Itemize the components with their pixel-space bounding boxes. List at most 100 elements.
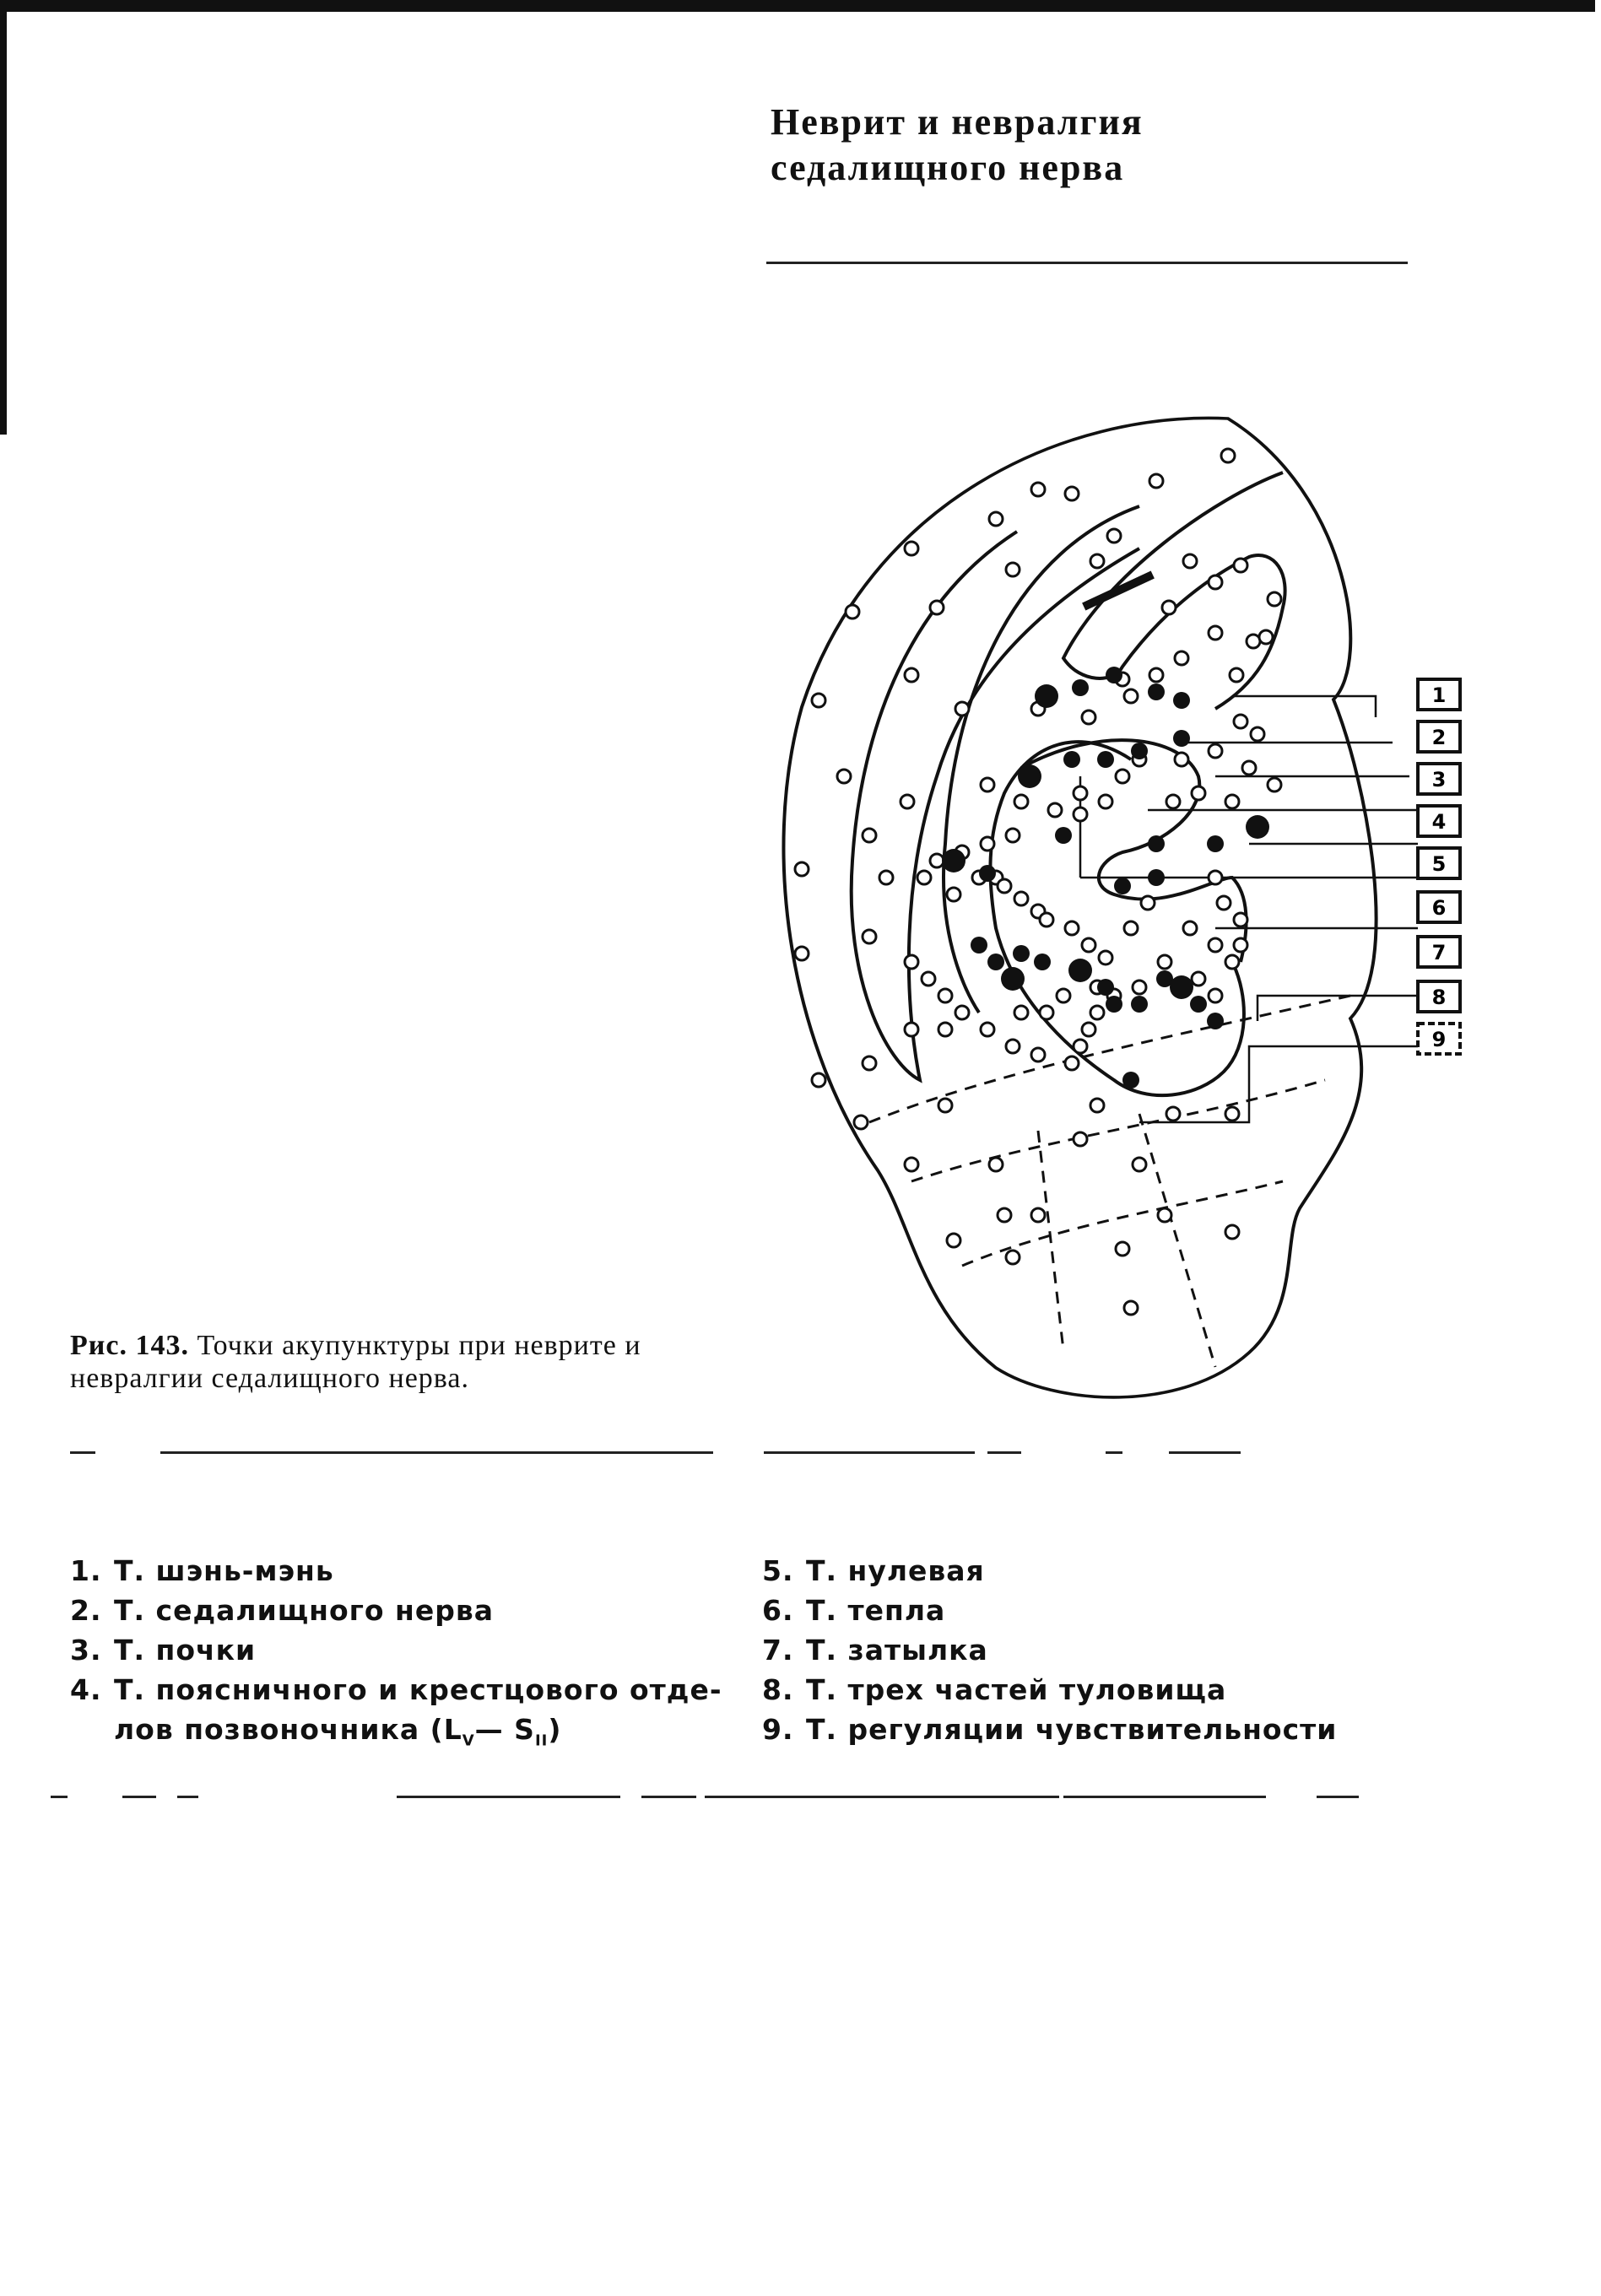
legend-item-continuation: лов позвоночника (LV— SII) (114, 1713, 562, 1750)
acupuncture-point-open (1173, 650, 1190, 667)
acupuncture-point-open (979, 835, 996, 852)
acupuncture-point-open (1063, 485, 1080, 502)
acupuncture-point-open (1004, 561, 1021, 578)
acupuncture-point-open (1156, 1207, 1173, 1224)
acupuncture-point-filled (1148, 683, 1165, 700)
acupuncture-point-open (1232, 557, 1249, 574)
acupuncture-point-open (1097, 949, 1114, 966)
acupuncture-point-filled (1173, 692, 1190, 709)
acupuncture-point-open (903, 667, 920, 683)
separator-rule (1063, 1796, 1266, 1798)
acupuncture-point-open (903, 1021, 920, 1038)
acupuncture-point-open (987, 511, 1004, 527)
acupuncture-point-filled (1018, 764, 1041, 788)
acupuncture-point-open (1190, 785, 1207, 802)
legend-item: 3.Т. почки (70, 1634, 257, 1667)
point-box-5: 5 (1416, 846, 1462, 880)
point-box-8: 8 (1416, 980, 1462, 1013)
section-title: Неврит и невралгия седалищного нерва (771, 100, 1446, 191)
section-title-line-1: Неврит и невралгия (771, 101, 1144, 143)
lobe-grid-line (1036, 1130, 1065, 1351)
acupuncture-point-open (810, 692, 827, 709)
point-box-9: 9 (1416, 1022, 1462, 1056)
acupuncture-point-filled (1068, 959, 1092, 982)
acupuncture-point-filled (1173, 730, 1190, 747)
acupuncture-point-open (1224, 793, 1241, 810)
acupuncture-point-open (1190, 970, 1207, 987)
acupuncture-point-open (1207, 624, 1224, 641)
acupuncture-point-open (937, 1097, 954, 1114)
legend-item: 1.Т. шэнь-мэнь (70, 1554, 334, 1587)
separator-rule (1106, 1451, 1122, 1454)
acupuncture-point-filled (1106, 996, 1122, 1013)
acupuncture-point-open (928, 852, 945, 869)
acupuncture-point-open (1063, 1055, 1080, 1072)
separator-rule (987, 1451, 1021, 1454)
acupuncture-point-open (1122, 688, 1139, 705)
legend-item: 5.Т. нулевая (762, 1554, 985, 1587)
acupuncture-point-open (878, 869, 895, 886)
svg-text:8: 8 (1432, 986, 1447, 1009)
lobe-grid-line (1138, 1113, 1217, 1368)
legend-left: 1.Т. шэнь-мэнь 2.Т. седалищного нерва 3.… (70, 1551, 722, 1761)
separator-rule (122, 1796, 156, 1798)
acupuncture-point-open (1241, 759, 1258, 776)
acupuncture-point-open (861, 1055, 878, 1072)
acupuncture-point-open (793, 861, 810, 878)
acupuncture-point-open (1160, 599, 1177, 616)
acupuncture-point-open (1220, 447, 1236, 464)
acupuncture-point-open (1080, 709, 1097, 726)
section-title-line-2: седалищного нерва (771, 147, 1125, 188)
acupuncture-point-open (1055, 987, 1072, 1004)
acupuncture-point-open (1038, 911, 1055, 928)
separator-rule (1169, 1451, 1241, 1454)
acupuncture-point-filled (1131, 996, 1148, 1013)
separator-rule (1317, 1796, 1359, 1798)
acupuncture-point-open (945, 1232, 962, 1249)
acupuncture-point-open (1232, 937, 1249, 954)
acupuncture-point-filled (1114, 878, 1131, 894)
separator-rule (397, 1796, 620, 1798)
acupuncture-point-open (1013, 1004, 1030, 1021)
legend-right: 5.Т. нулевая 6.Т. тепла 7.Т. затылка 8.Т… (762, 1551, 1337, 1749)
acupuncture-point-open (1089, 1097, 1106, 1114)
acupuncture-point-open (987, 1156, 1004, 1173)
acupuncture-point-open (1122, 920, 1139, 937)
antihelix-marker-bar (1082, 570, 1155, 611)
acupuncture-point-filled (1148, 869, 1165, 886)
svg-text:9: 9 (1432, 1028, 1447, 1051)
acupuncture-point-filled (1001, 967, 1025, 991)
title-underline (766, 262, 1408, 264)
separator-rule (160, 1451, 713, 1454)
acupuncture-point-filled (1072, 679, 1089, 696)
acupuncture-point-open (1258, 629, 1274, 646)
legend-item: 8.Т. трех частей туловища (762, 1673, 1227, 1706)
legend-item: 4.Т. поясничного и крестцового отде- (70, 1673, 722, 1706)
legend-item: 6.Т. тепла (762, 1594, 946, 1627)
acupuncture-point-open (1131, 1156, 1148, 1173)
acupuncture-point-open (861, 827, 878, 844)
lobe-grid-line (868, 994, 1351, 1124)
acupuncture-point-open (1030, 481, 1047, 498)
figure-caption-text: Точки акупунктуры при неврите и невралги… (70, 1330, 641, 1394)
acupuncture-point-open (1224, 954, 1241, 970)
acupuncture-point-open (1038, 1004, 1055, 1021)
point-box-1: 1 (1416, 678, 1462, 711)
acupuncture-point-open (996, 878, 1013, 894)
acupuncture-point-open (937, 987, 954, 1004)
acupuncture-point-filled (1106, 667, 1122, 683)
acupuncture-point-open (1004, 1038, 1021, 1055)
separator-rule (641, 1796, 696, 1798)
svg-text:2: 2 (1432, 726, 1447, 749)
acupuncture-point-open (1207, 743, 1224, 759)
acupuncture-point-open (1207, 937, 1224, 954)
acupuncture-point-filled (971, 937, 987, 954)
acupuncture-point-open (928, 599, 945, 616)
leader-line (1232, 694, 1377, 717)
acupuncture-point-open (793, 945, 810, 962)
acupuncture-point-open (1148, 473, 1165, 489)
acupuncture-point-filled (1148, 835, 1165, 852)
acupuncture-point-open (1224, 1105, 1241, 1122)
acupuncture-point-open (1207, 574, 1224, 591)
acupuncture-point-open (1266, 591, 1283, 608)
